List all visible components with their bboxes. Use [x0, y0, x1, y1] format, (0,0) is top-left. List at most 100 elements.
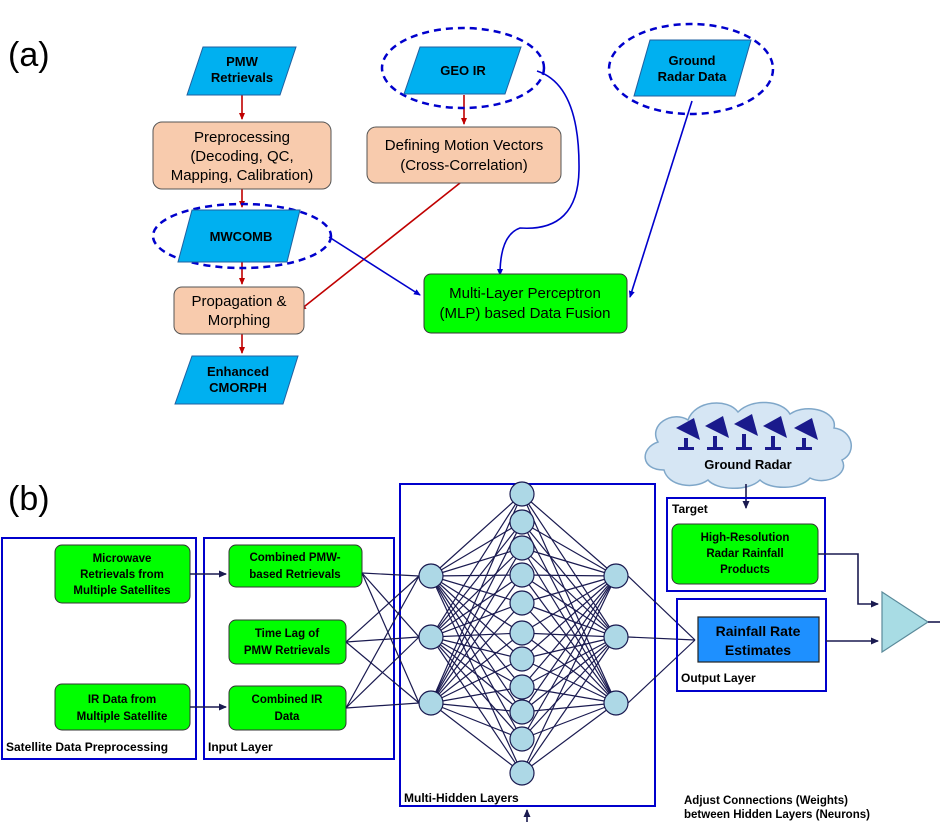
preprocessing-line2: (Decoding, QC,: [190, 148, 293, 165]
output-connection: [627, 636, 696, 641]
microwave-line3: Multiple Satellites: [73, 585, 170, 597]
radar-dish-icon: [676, 414, 818, 450]
mlp-fusion-line2: (MLP) based Data Fusion: [440, 305, 611, 322]
hidden-connection: [430, 574, 523, 704]
hidden-connection: [430, 521, 523, 638]
combined-ir-line1: Combined IR: [252, 694, 324, 706]
hidden-connection: [521, 702, 617, 713]
hidden-connection: [521, 658, 617, 704]
hidden-connection: [430, 636, 523, 660]
mwcomb-shape: MWCOMB: [177, 209, 301, 263]
mlp-fusion-box: Multi-Layer Perceptron (MLP) based Data …: [423, 273, 628, 334]
hidden-connection: [430, 636, 523, 688]
hidden-neuron: [509, 646, 535, 672]
ground-radar-label: Ground Radar: [704, 457, 791, 472]
satellite-preprocessing-label: Satellite Data Preprocessing: [6, 740, 168, 754]
hidden-connection: [430, 575, 523, 688]
target-to-comparator-arrow: [818, 553, 879, 608]
time-lag-line2: PMW Retrievals: [244, 645, 330, 657]
hidden-connection: [430, 602, 523, 704]
motion-vectors-box: Defining Motion Vectors (Cross-Correlati…: [366, 126, 562, 184]
combined-ir-line2: Data: [275, 711, 301, 723]
motion-vectors-line2: (Cross-Correlation): [400, 157, 528, 174]
combined-pmw-box: Combined PMW- based Retrievals: [228, 544, 363, 588]
input-connection: [345, 575, 420, 643]
pmw-retrievals-line1: PMW: [226, 54, 259, 69]
preprocessing-line3: Mapping, Calibration): [171, 167, 314, 184]
hidden-connection: [521, 575, 617, 634]
adjust-line1: Adjust Connections (Weights): [684, 795, 848, 807]
ground-radar-cloud: Ground Radar: [644, 401, 852, 489]
input-layer-label: Input Layer: [208, 740, 273, 754]
input-connection: [345, 702, 420, 709]
microwave-line2: Retrievals from: [80, 569, 164, 581]
hidden-connection: [521, 574, 617, 704]
propagation-line2: Morphing: [208, 312, 271, 329]
combined-ir-box: Combined IR Data: [228, 685, 347, 731]
input-layer-frame: [203, 537, 395, 760]
panel-b-label: (b): [8, 480, 50, 518]
hidden-connection: [521, 575, 617, 688]
propagation-box: Propagation & Morphing: [173, 286, 305, 335]
hidden-connection: [430, 636, 523, 713]
hidden-neuron: [509, 481, 535, 507]
hidden-connection: [430, 658, 523, 704]
radar-products-line2: Radar Rainfall: [706, 548, 783, 560]
input-connection: [361, 572, 420, 577]
hidden-connection: [430, 574, 523, 577]
output-connection: [627, 575, 696, 641]
rainfall-estimates-box: Rainfall Rate Estimates: [697, 616, 820, 663]
time-lag-box: Time Lag of PMW Retrievals: [228, 619, 347, 665]
geo-ir-shape: GEO IR: [403, 46, 522, 95]
hidden-neuron: [509, 509, 535, 535]
pmw-retrievals-shape: PMW Retrievals: [186, 46, 297, 96]
motion-vectors-line1: Defining Motion Vectors: [385, 137, 543, 154]
input-connection: [345, 575, 420, 709]
hidden-connection: [430, 521, 523, 577]
target-label: Target: [672, 502, 708, 516]
mwcomb-label: MWCOMB: [210, 229, 273, 244]
enhanced-cmorph-line2: CMORPH: [209, 380, 267, 395]
blue-arrows: [328, 70, 693, 298]
hidden-connection: [521, 493, 617, 704]
hidden-neuron: [509, 590, 535, 616]
hidden-connection: [430, 493, 523, 638]
ir-data-box: IR Data from Multiple Satellite: [54, 683, 191, 731]
hidden-connection: [521, 547, 617, 638]
hidden-connection: [430, 575, 523, 604]
satellite-preprocessing-frame: [1, 537, 197, 760]
input-neuron: [418, 690, 444, 716]
hidden-neuron: [509, 726, 535, 752]
output-layer-label: Output Layer: [681, 671, 756, 685]
hidden-connection: [521, 602, 617, 704]
ground-radar-dashed-ellipse: [607, 22, 775, 116]
input-neuron: [418, 624, 444, 650]
hidden-connection: [430, 702, 523, 740]
hidden-connection: [430, 521, 523, 704]
panel-a-label: (a): [8, 36, 50, 74]
geo-ir-label: GEO IR: [440, 63, 486, 78]
hidden-connection: [430, 632, 523, 638]
hidden-neuron: [603, 690, 629, 716]
hidden-connection: [521, 521, 617, 577]
geo-ir-dashed-ellipse: [380, 26, 546, 110]
rainfall-line2: Estimates: [725, 642, 791, 658]
network-connections: [345, 493, 696, 774]
input-connection: [345, 636, 420, 709]
output-connection: [627, 639, 696, 704]
hidden-connection: [521, 493, 617, 638]
mwcomb-dashed-ellipse: [151, 202, 333, 270]
enhanced-cmorph-line1: Enhanced: [207, 364, 269, 379]
time-lag-line1: Time Lag of: [255, 628, 319, 640]
hidden-connection: [521, 636, 617, 660]
pmw-retrievals-line2: Retrievals: [211, 70, 273, 85]
preprocessing-line1: Preprocessing: [194, 129, 290, 146]
hidden-neuron: [603, 563, 629, 589]
hidden-connection: [521, 521, 617, 638]
network-nodes: [418, 481, 629, 786]
hidden-connection: [430, 547, 523, 638]
hidden-connection: [521, 574, 617, 577]
hidden-connection: [430, 686, 523, 704]
hidden-connection: [430, 636, 523, 774]
